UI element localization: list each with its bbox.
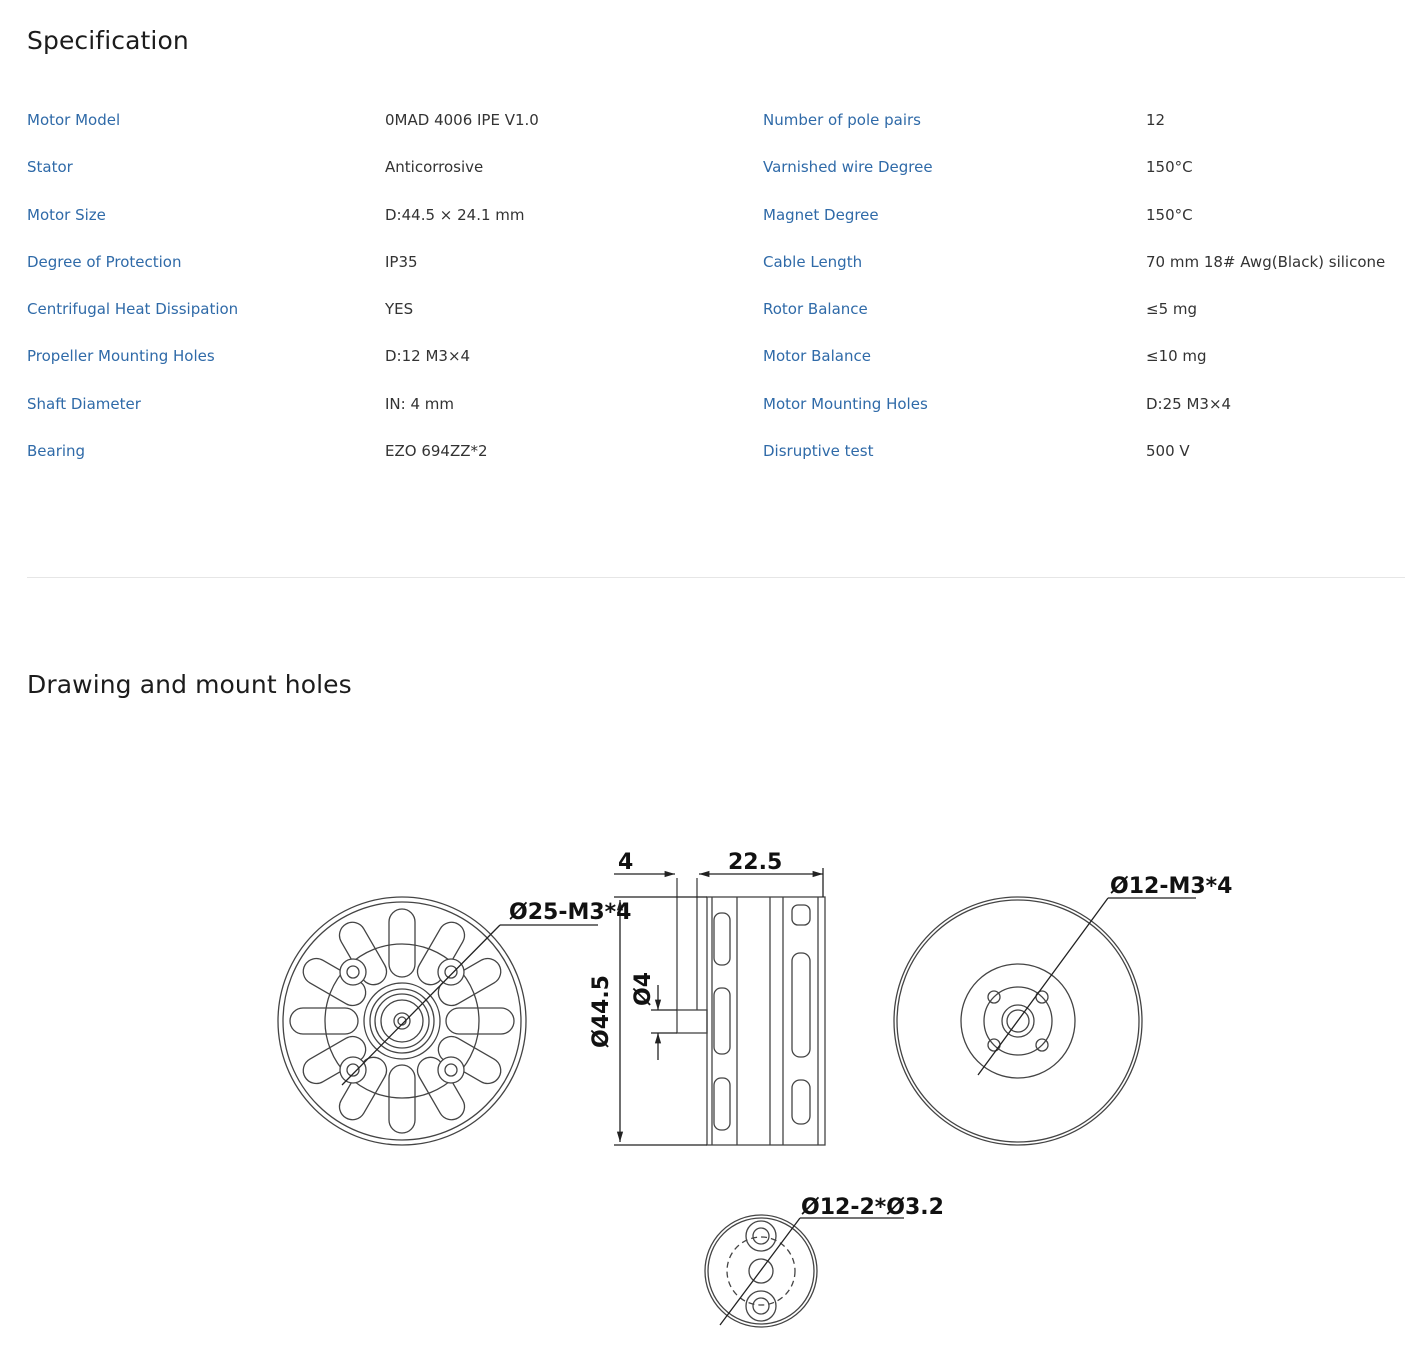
- top-view: [893, 896, 1196, 1146]
- spec-label: Bearing: [27, 442, 86, 461]
- bottom-view: [277, 896, 598, 1146]
- spec-value: D:12 M3×4: [385, 347, 471, 366]
- spec-value: 150°C: [1146, 158, 1193, 177]
- spec-value: 70 mm 18# Awg(Black) silicone: [1146, 252, 1386, 271]
- spec-label: Shaft Diameter: [27, 394, 141, 413]
- section-divider: [27, 577, 1405, 578]
- spec-label: Rotor Balance: [763, 300, 868, 319]
- spec-row: Centrifugal Heat Dissipation YES Rotor B…: [27, 287, 1407, 334]
- spec-value: D:25 M3×4: [1146, 394, 1232, 413]
- spec-value: IP35: [385, 252, 418, 271]
- prop-adapter-view: [704, 1214, 904, 1328]
- dim-shaft-diameter: Ø4: [631, 972, 656, 1006]
- spec-value: 150°C: [1146, 205, 1193, 224]
- dim-prop-mount: Ø12-M3*4: [1110, 874, 1232, 899]
- spec-label: Disruptive test: [763, 442, 874, 461]
- dim-bottom-mount: Ø25-M3*4: [509, 900, 631, 925]
- spec-label: Motor Model: [27, 111, 121, 129]
- dim-adapter-holes: Ø12-2*Ø3.2: [801, 1195, 944, 1220]
- side-view: [676, 878, 826, 1146]
- spec-label: Stator: [27, 158, 73, 177]
- spec-label: Centrifugal Heat Dissipation: [27, 300, 239, 319]
- spec-value: D:44.5 × 24.1 mm: [385, 205, 525, 224]
- spec-value: 12: [1146, 111, 1166, 129]
- spec-label: Propeller Mounting Holes: [27, 347, 215, 366]
- spec-value: 0MAD 4006 IPE V1.0: [385, 111, 539, 129]
- spec-value: EZO 694ZZ*2: [385, 442, 488, 461]
- spec-value: 500 V: [1146, 442, 1190, 461]
- specification-title: Specification: [27, 26, 189, 55]
- spec-value: ≤5 mg: [1146, 300, 1198, 319]
- spec-value: Anticorrosive: [385, 158, 484, 177]
- dimension-lines: [614, 868, 824, 1146]
- spec-label: Number of pole pairs: [763, 111, 921, 129]
- spec-row: Propeller Mounting Holes D:12 M3×4 Motor…: [27, 334, 1407, 381]
- spec-value: IN: 4 mm: [385, 394, 455, 413]
- spec-row: Motor Size D:44.5 × 24.1 mm Magnet Degre…: [27, 193, 1407, 240]
- specification-table: Motor Model 0MAD 4006 IPE V1.0 Number of…: [27, 98, 1407, 476]
- spec-label: Varnished wire Degree: [763, 158, 933, 177]
- dim-shaft-length: 4: [618, 850, 633, 875]
- dim-body-diameter: Ø44.5: [589, 975, 614, 1048]
- spec-label: Motor Balance: [763, 347, 871, 366]
- spec-value: YES: [385, 300, 414, 319]
- spec-row: Bearing EZO 694ZZ*2 Disruptive test 500 …: [27, 429, 1407, 476]
- spec-label: Cable Length: [763, 252, 863, 271]
- spec-row: Stator Anticorrosive Varnished wire Degr…: [27, 145, 1407, 192]
- spec-label: Magnet Degree: [763, 205, 879, 224]
- spec-label: Degree of Protection: [27, 252, 182, 271]
- spec-label: Motor Size: [27, 205, 106, 224]
- spec-value: ≤10 mg: [1146, 347, 1207, 366]
- spec-label: Motor Mounting Holes: [763, 394, 928, 413]
- spec-row: Motor Model 0MAD 4006 IPE V1.0 Number of…: [27, 98, 1407, 145]
- spec-row: Shaft Diameter IN: 4 mm Motor Mounting H…: [27, 382, 1407, 429]
- spec-row: Degree of Protection IP35 Cable Length 7…: [27, 240, 1407, 287]
- dim-body-length: 22.5: [728, 850, 782, 875]
- drawing-title: Drawing and mount holes: [27, 670, 352, 699]
